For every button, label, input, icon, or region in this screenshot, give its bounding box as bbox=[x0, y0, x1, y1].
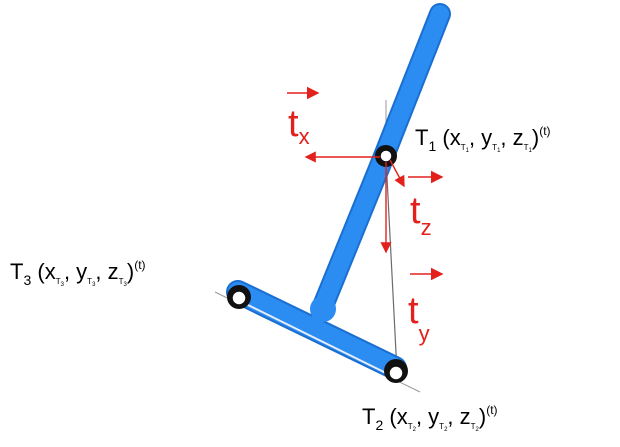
cross-bar bbox=[228, 282, 405, 378]
t1-t2-connector-line bbox=[385, 157, 398, 373]
upper-bar bbox=[375, 5, 449, 165]
junction bbox=[310, 296, 336, 322]
t1-label: T1 (xT1, yT1, zT1)(t) bbox=[415, 124, 551, 154]
marker-t2 bbox=[384, 359, 408, 383]
ty-label: ty bbox=[408, 290, 430, 346]
t2-label: T2 (xT2, yT2, zT2)(t) bbox=[362, 403, 498, 433]
tz-arrow bbox=[389, 159, 405, 188]
rigid-body bbox=[226, 3, 451, 380]
tx-label: tx bbox=[288, 103, 310, 149]
marker-t3 bbox=[227, 285, 251, 309]
tz-label: tz bbox=[410, 190, 432, 240]
cross-bar-highlight bbox=[245, 303, 393, 377]
stem-bar bbox=[314, 147, 393, 315]
t3-label: T3 (xT3, yT3, zT3)(t) bbox=[10, 258, 146, 288]
